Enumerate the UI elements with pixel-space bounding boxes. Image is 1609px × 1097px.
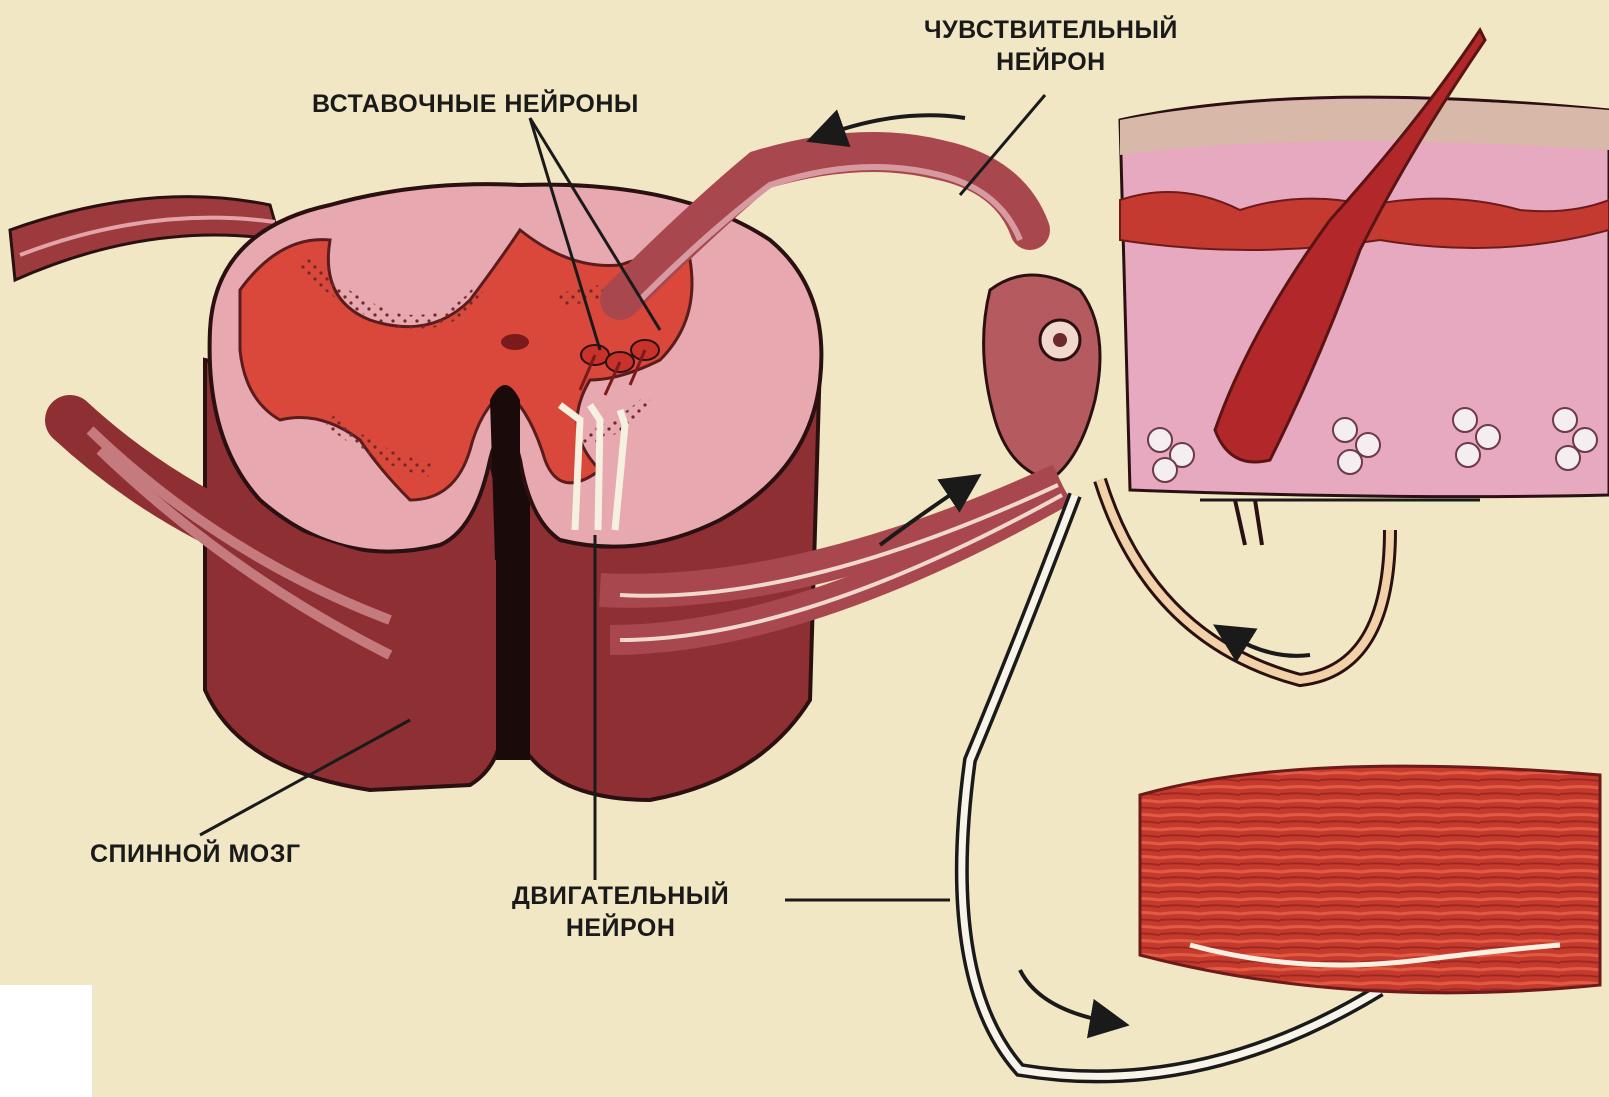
label-sensory-line1: ЧУВСТВИТЕЛЬНЫЙ bbox=[924, 14, 1178, 46]
skin-block bbox=[1120, 30, 1609, 545]
label-sensory-neuron: ЧУВСТВИТЕЛЬНЫЙ НЕЙРОН bbox=[924, 14, 1178, 78]
label-interneurons: ВСТАВОЧНЫЕ НЕЙРОНЫ bbox=[312, 88, 639, 120]
label-spinal-cord: СПИННОЙ МОЗГ bbox=[90, 838, 301, 870]
label-motor-line1: ДВИГАТЕЛЬНЫЙ bbox=[512, 880, 729, 912]
spinal-cord-block bbox=[205, 184, 821, 800]
label-spinal-cord-text: СПИННОЙ МОЗГ bbox=[90, 838, 301, 870]
label-interneurons-text: ВСТАВОЧНЫЕ НЕЙРОНЫ bbox=[312, 88, 639, 120]
corner-blank bbox=[0, 985, 92, 1097]
label-motor-neuron: ДВИГАТЕЛЬНЫЙ НЕЙРОН bbox=[512, 880, 729, 944]
muscle-block bbox=[1140, 766, 1600, 993]
label-motor-line2: НЕЙРОН bbox=[512, 912, 729, 944]
label-sensory-line2: НЕЙРОН bbox=[924, 46, 1178, 78]
